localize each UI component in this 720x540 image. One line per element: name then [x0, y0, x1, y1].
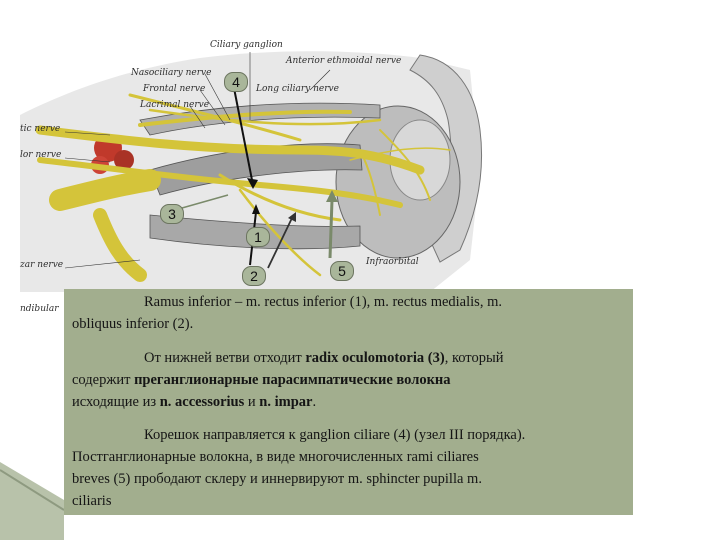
- label-mandibular-nerve: ndibular: [20, 304, 59, 314]
- marker-5: 5: [330, 261, 354, 281]
- label-frontal-nerve: Frontal nerve: [143, 84, 206, 94]
- p2-line3-e: .: [312, 394, 317, 410]
- slide-decoration: [0, 462, 64, 540]
- label-optic-nerve: tic nerve: [20, 124, 61, 134]
- label-infraorbital-nerve: Infraorbital: [366, 257, 419, 267]
- p1-line2: obliquus inferior (2).: [72, 316, 194, 332]
- p1-line1: Ramus inferior – m. rectus inferior (1),…: [144, 294, 502, 310]
- p2-line3-c: и: [244, 394, 260, 410]
- label-lacrimal-nerve: Lacrimal nerve: [140, 100, 210, 110]
- p3-line2: Постганглионарные волокна, в виде многоч…: [72, 449, 479, 465]
- paragraph-radix-oculomotoria: От нижней ветви отходит radix oculomotor…: [72, 347, 622, 413]
- p2-line3-a: исходящие из: [72, 394, 160, 410]
- p3-line4: ciliaris: [72, 493, 112, 509]
- p2-line3-d: n. impar: [259, 394, 313, 410]
- p2-line1-a: От нижней ветви отходит: [144, 350, 306, 366]
- label-ciliary-ganglion: Ciliary ganglion: [210, 40, 283, 50]
- p3-line1: Корешок направляется к ganglion ciliare …: [144, 427, 526, 443]
- label-nasociliary-nerve: Nasociliary nerve: [131, 68, 212, 78]
- marker-3: 3: [160, 204, 184, 224]
- p3-line3: breves (5) прободают склеру и иннервирую…: [72, 471, 482, 487]
- p2-line2-a: содержит: [72, 372, 135, 388]
- paragraph-ganglion-ciliare: Корешок направляется к ganglion ciliare …: [72, 424, 622, 512]
- p2-line3-b: n. accessorius: [159, 394, 245, 410]
- p2-line1-c: , который: [444, 350, 504, 366]
- p2-line2-b: преганглионарные парасимпатические волок…: [134, 372, 451, 388]
- label-left-nerve-2: lor nerve: [20, 150, 62, 160]
- marker-2: 2: [242, 266, 266, 286]
- marker-4: 4: [224, 72, 248, 92]
- p2-line1-b: radix oculomotoria (3): [305, 350, 445, 366]
- label-long-ciliary-nerve: Long ciliary nerve: [256, 84, 339, 94]
- marker-arrows: [181, 87, 338, 269]
- label-anterior-ethmoidal-nerve: Anterior ethmoidal nerve: [286, 56, 402, 66]
- marker-1: 1: [246, 227, 270, 247]
- label-left-nerve-3: zar nerve: [20, 260, 64, 270]
- text-box: Ramus inferior – m. rectus inferior (1),…: [64, 289, 633, 515]
- nerves: [35, 93, 451, 282]
- paragraph-ramus-inferior: Ramus inferior – m. rectus inferior (1),…: [72, 291, 622, 335]
